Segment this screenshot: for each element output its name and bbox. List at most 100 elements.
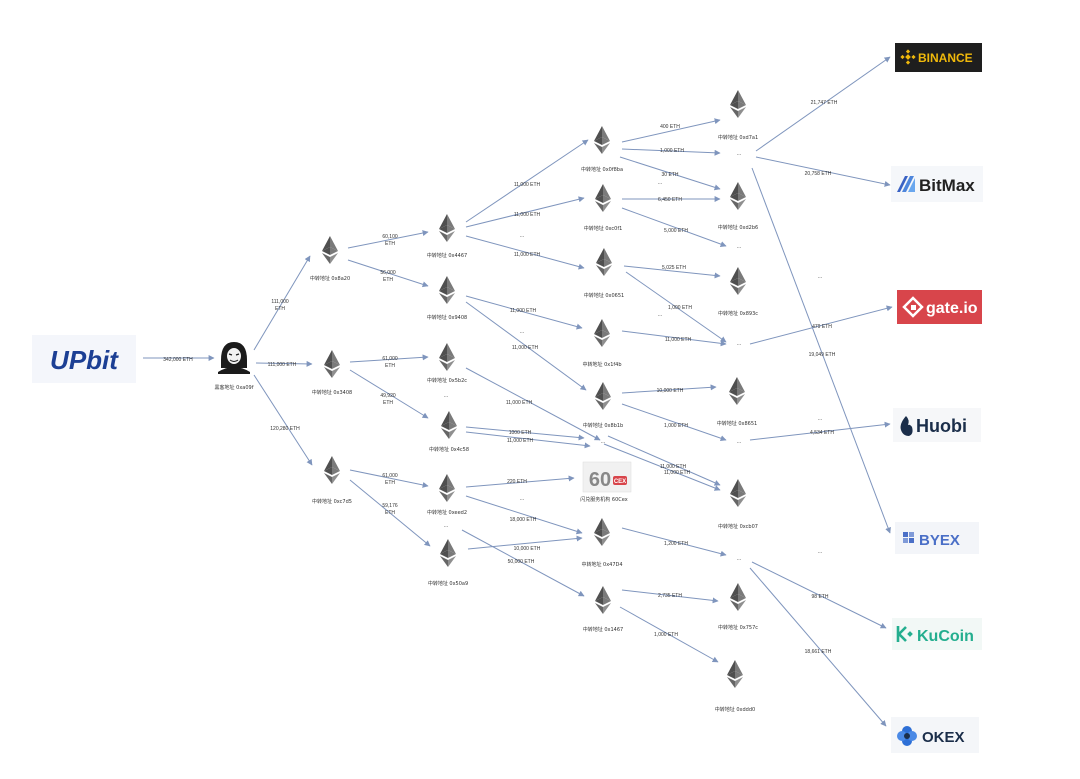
- eth-node: 中转地址 0xddd0: [715, 660, 755, 713]
- address-label: 中转地址 0x8b1b: [583, 422, 623, 429]
- ethereum-icon: [594, 518, 610, 546]
- 60cex-badge: [613, 476, 627, 485]
- address-label: 中转地址 0x8a20: [310, 275, 350, 282]
- edge-label: 1,000 ETH: [660, 148, 684, 154]
- edge-label: 50,000 ETH: [508, 559, 535, 565]
- hacker-node: 黑客地址 0xa09f: [215, 342, 254, 391]
- edge-label: 2,735 ETH: [658, 593, 682, 599]
- ellipsis: ...: [817, 549, 822, 555]
- exchange-kucoin: KuCoin: [892, 618, 982, 650]
- kucoin-logo-text: KuCoin: [917, 628, 974, 645]
- ellipsis: ...: [736, 556, 741, 562]
- edge-n1a-n2b: [347, 259, 429, 288]
- eth-node: 中转地址 0x1f4b: [582, 319, 622, 368]
- ellipsis: ...: [736, 151, 741, 157]
- edge-hacker-n1a: [253, 255, 311, 351]
- address-label: 中转地址 0x1467: [583, 626, 623, 633]
- edge-label: 1000 ETH: [509, 430, 532, 436]
- edge-label: 61,000: [382, 473, 398, 479]
- ethereum-icon: [730, 479, 746, 507]
- byex-icon: [903, 532, 914, 543]
- kucoin-logo-bg: [892, 618, 982, 650]
- exchange-okex: OKEX: [891, 717, 979, 753]
- edge-n2e-cex: [465, 475, 575, 488]
- edge-label: ETH: [383, 400, 393, 406]
- edge-n2b-n3e: [465, 301, 587, 391]
- upbit-logo-bg: [32, 335, 136, 383]
- ethereum-icon: [324, 456, 340, 484]
- exchange-gate: gate.io: [897, 290, 982, 324]
- eth-node: 中转地址 0x757c: [718, 583, 758, 631]
- ellipsis: ...: [443, 523, 448, 529]
- edge-label: 4,534 ETH: [810, 430, 834, 436]
- okex-icon: [897, 726, 917, 746]
- edge-label: 479 ETH: [812, 324, 832, 330]
- edge-label: 18,661 ETH: [805, 649, 832, 655]
- ellipsis: ...: [443, 393, 448, 399]
- ethereum-icon: [440, 539, 456, 567]
- ethereum-icon: [595, 586, 611, 614]
- exchange-binance: BINANCE: [895, 43, 982, 72]
- ellipsis: ...: [519, 496, 524, 502]
- edge-label: ETH: [385, 363, 395, 369]
- edge-label: 220 ETH: [507, 479, 527, 485]
- address-label: 中转地址 0x3408: [312, 389, 352, 396]
- eth-node: 中转地址 0x4c58: [429, 411, 469, 453]
- eth-node: 中转地址 0xd7a1: [718, 90, 758, 141]
- edge-to-binance: [755, 56, 891, 152]
- edge-label: 10,000 ETH: [514, 546, 541, 552]
- eth-node: 中转地址 0xd2b6: [718, 182, 758, 231]
- edge-label: 120,280 ETH: [270, 426, 300, 432]
- edge-label: 11,000 ETH: [514, 182, 541, 188]
- edge-n1a-n2a: [347, 230, 429, 249]
- address-label: 中转地址 0x4c58: [429, 446, 469, 453]
- upbit-logo: UPbit: [50, 345, 119, 375]
- ellipsis: ...: [817, 416, 822, 422]
- edge-n1b-n2c: [349, 354, 429, 363]
- edge-label: 5,025 ETH: [662, 265, 686, 271]
- edge-label: 11,000 ETH: [660, 464, 687, 470]
- 60cex-logo: 60: [589, 469, 611, 491]
- ellipsis: ...: [736, 341, 741, 347]
- binance-logo-text: BINANCE: [918, 51, 973, 65]
- edge-label: 11,000 ETH: [664, 470, 691, 476]
- address-label: 中转地址 0xc0f1: [584, 225, 623, 232]
- edge-to-bitmax: [755, 156, 891, 187]
- edge-label: 98 ETH: [812, 594, 829, 600]
- address-label: 中转地址 0x9408: [427, 314, 467, 321]
- eth-nodes: 中转地址 0x8a20 中转地址 0x3408 中转地址 0xc7d5 中转地址…: [310, 90, 758, 713]
- edge-label: 1,200 ETH: [664, 541, 688, 547]
- edge-label: 30 ETH: [662, 172, 679, 178]
- gate-icon: [902, 296, 924, 318]
- byex-logo-text: BYEX: [919, 532, 960, 549]
- kucoin-icon: [896, 626, 913, 642]
- ellipsis: ...: [519, 233, 524, 239]
- edge-to-kucoin: [751, 561, 887, 629]
- edge-n2b-n3d: [465, 295, 583, 330]
- edge-labels: 342,000 ETH 111,000 ETH 111,000 ETH 120,…: [163, 100, 837, 655]
- edge-label: 11,000 ETH: [514, 252, 541, 258]
- eth-node: 中转地址 0x0651: [584, 248, 624, 299]
- edge-n3g-n4g: [619, 606, 719, 663]
- address-label: 中转地址 0x0651: [584, 292, 624, 299]
- edge-label: 49,920: [380, 393, 396, 399]
- address-label: 中转地址 0xddd0: [715, 706, 755, 713]
- address-label: 中转地址 0x47D4: [581, 561, 622, 568]
- eth-node: 中转地址 0x4467: [427, 214, 467, 259]
- edge-n2a-n3c: [465, 235, 585, 270]
- ethereum-icon: [730, 583, 746, 611]
- edge-label: 19,049 ETH: [809, 352, 836, 358]
- ethereum-icon: [727, 660, 743, 688]
- eth-node: 中转地址 0x47D4: [581, 518, 623, 568]
- edge-label: 11,000 ETH: [665, 337, 692, 343]
- address-label: 中转地址 0x893c: [718, 310, 758, 317]
- ellipsis: ...: [736, 439, 741, 445]
- 60cex-label: 闪兑服务机构 60Cex: [580, 496, 627, 503]
- ethereum-icon: [595, 184, 611, 212]
- eth-node: 中转地址 0x893c: [718, 267, 758, 317]
- edge-label: 111,000 ETH: [268, 362, 297, 368]
- edge-n2a-n3a: [465, 139, 589, 223]
- edge-label: 11,000 ETH: [507, 438, 534, 444]
- address-label: 中转地址 0xd7a1: [718, 134, 758, 141]
- address-label: 中转地址 0x1f4b: [582, 361, 621, 368]
